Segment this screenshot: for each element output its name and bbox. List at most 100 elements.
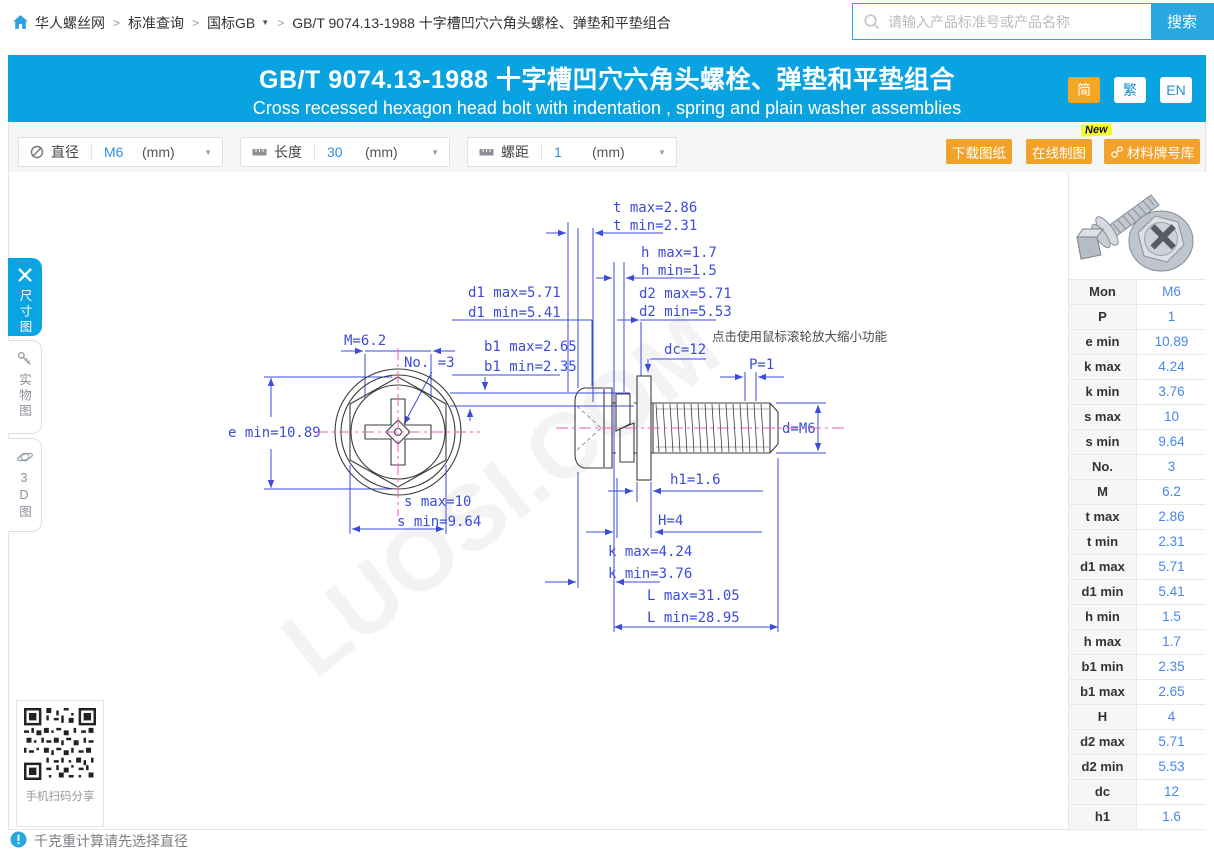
spec-value: 4.24 <box>1158 359 1185 374</box>
diameter-label: 直径 <box>51 144 79 160</box>
lang-simplified-button[interactable]: 简 <box>1068 77 1100 103</box>
pitch-dropdown[interactable]: 螺距 1 (mm) ▼ <box>467 137 677 167</box>
3d-rotate-icon <box>16 452 33 462</box>
spec-label: k min <box>1069 380 1137 404</box>
qr-code <box>24 708 96 780</box>
tab-dimension-drawing[interactable]: 尺寸图 <box>8 258 42 336</box>
spec-value: 2.65 <box>1158 684 1185 699</box>
dim-label-t-min: t min=2.31 <box>613 218 697 234</box>
length-unit: (mm) <box>365 144 398 160</box>
tab-real-photo-label: 实物图 <box>17 373 31 420</box>
new-badge: New <box>1080 123 1112 137</box>
spec-value: 1.5 <box>1162 609 1181 624</box>
spec-label: h max <box>1069 630 1137 654</box>
spec-label: s max <box>1069 405 1137 429</box>
diameter-dropdown[interactable]: 直径 M6 (mm) ▼ <box>18 137 223 167</box>
spec-label: d1 min <box>1069 580 1137 604</box>
language-switcher: 简 繁 EN <box>1068 77 1192 103</box>
spec-label: h1 <box>1069 805 1137 829</box>
side-view <box>574 375 779 481</box>
dim-label-s-max: s max=10 <box>404 494 471 510</box>
material-library-button[interactable]: 材料牌号库 <box>1104 139 1200 164</box>
spec-value: 2.35 <box>1158 659 1185 674</box>
spec-value: 3.76 <box>1158 384 1185 399</box>
dim-label-b1-max: b1 max=2.65 <box>484 339 577 355</box>
breadcrumb-standard-search[interactable]: 标准查询 <box>128 14 185 31</box>
dim-label-d1-min: d1 min=5.41 <box>468 305 561 321</box>
title-banner: GB/T 9074.13-1988 十字槽凹穴六角头螺栓、弹垫和平垫组合 Cro… <box>8 55 1206 122</box>
search-input[interactable] <box>880 4 1151 39</box>
dim-label-t-max: t max=2.86 <box>613 200 697 216</box>
dim-label-k-max: k max=4.24 <box>608 544 692 560</box>
ruler-icon <box>252 149 267 156</box>
product-image <box>1069 172 1206 280</box>
pitch-unit: (mm) <box>592 144 625 160</box>
breadcrumb-separator: > <box>113 15 121 30</box>
spec-label: H <box>1069 705 1137 729</box>
online-drawing-button[interactable]: 在线制图 <box>1026 139 1092 164</box>
tab-real-photo[interactable]: 实物图 <box>8 340 42 434</box>
spec-value: 5.71 <box>1158 734 1185 749</box>
search-button[interactable]: 搜索 <box>1151 3 1213 40</box>
dim-label-d1-max: d1 max=5.71 <box>468 285 561 301</box>
dim-label-h1: h1=1.6 <box>670 472 721 488</box>
spec-label: b1 min <box>1069 655 1137 679</box>
dim-label-dc: dc=12 <box>664 342 706 358</box>
chevron-down-icon[interactable]: ▼ <box>204 147 212 157</box>
dim-label-s-min: s min=9.64 <box>397 514 481 530</box>
lang-traditional-button[interactable]: 繁 <box>1114 77 1146 103</box>
breadcrumb-home[interactable]: 华人螺丝网 <box>35 14 105 31</box>
dim-label-h-max: h max=1.7 <box>641 245 717 261</box>
breadcrumb: 华人螺丝网 > 标准查询 > 国标GB ▼ > GB/T 9074.13-198… <box>12 0 671 45</box>
bolt-assembly-image <box>1076 194 1194 272</box>
spec-label: No. <box>1069 455 1137 479</box>
chevron-down-icon[interactable]: ▼ <box>431 147 439 157</box>
lang-english-button[interactable]: EN <box>1160 77 1192 103</box>
breadcrumb-gb[interactable]: 国标GB <box>207 14 256 31</box>
breadcrumb-separator: > <box>192 15 200 30</box>
tab-3d-label: 3D图 <box>17 471 31 521</box>
spec-label: t max <box>1069 505 1137 529</box>
download-drawing-button[interactable]: 下载图纸 <box>946 139 1012 164</box>
dimension-lines <box>264 222 826 632</box>
spec-label: P <box>1069 305 1137 329</box>
tab-3d-drawing[interactable]: 3D图 <box>8 438 42 532</box>
qr-caption: 手机扫码分享 <box>25 791 95 803</box>
centerlines <box>316 348 844 516</box>
length-dropdown[interactable]: 长度 30 (mm) ▼ <box>240 137 450 167</box>
chevron-down-icon[interactable]: ▼ <box>658 147 666 157</box>
search-icon <box>864 14 880 30</box>
diameter-unit: (mm) <box>142 144 175 160</box>
qr-share-box: 手机扫码分享 <box>16 700 104 827</box>
page-title: GB/T 9074.13-1988 十字槽凹穴六角头螺栓、弹垫和平垫组合 <box>259 66 955 94</box>
dimension-tools-icon <box>18 268 32 282</box>
dim-label-hh: H=4 <box>658 513 683 529</box>
length-value: 30 <box>327 144 343 160</box>
dim-label-p: P=1 <box>749 357 774 373</box>
chevron-down-icon[interactable]: ▼ <box>261 18 270 27</box>
home-icon[interactable] <box>12 14 29 31</box>
table-row: b1 min 2.35 <box>1069 655 1206 680</box>
spec-label: s min <box>1069 430 1137 454</box>
table-row: k min 3.76 <box>1069 380 1206 405</box>
spec-value: 9.64 <box>1158 434 1185 449</box>
spec-label: d1 max <box>1069 555 1137 579</box>
dim-label-m: M=6.2 <box>344 333 386 349</box>
spec-value: 1 <box>1167 309 1176 324</box>
screw-icon <box>17 351 31 365</box>
spec-label: dc <box>1069 780 1137 804</box>
